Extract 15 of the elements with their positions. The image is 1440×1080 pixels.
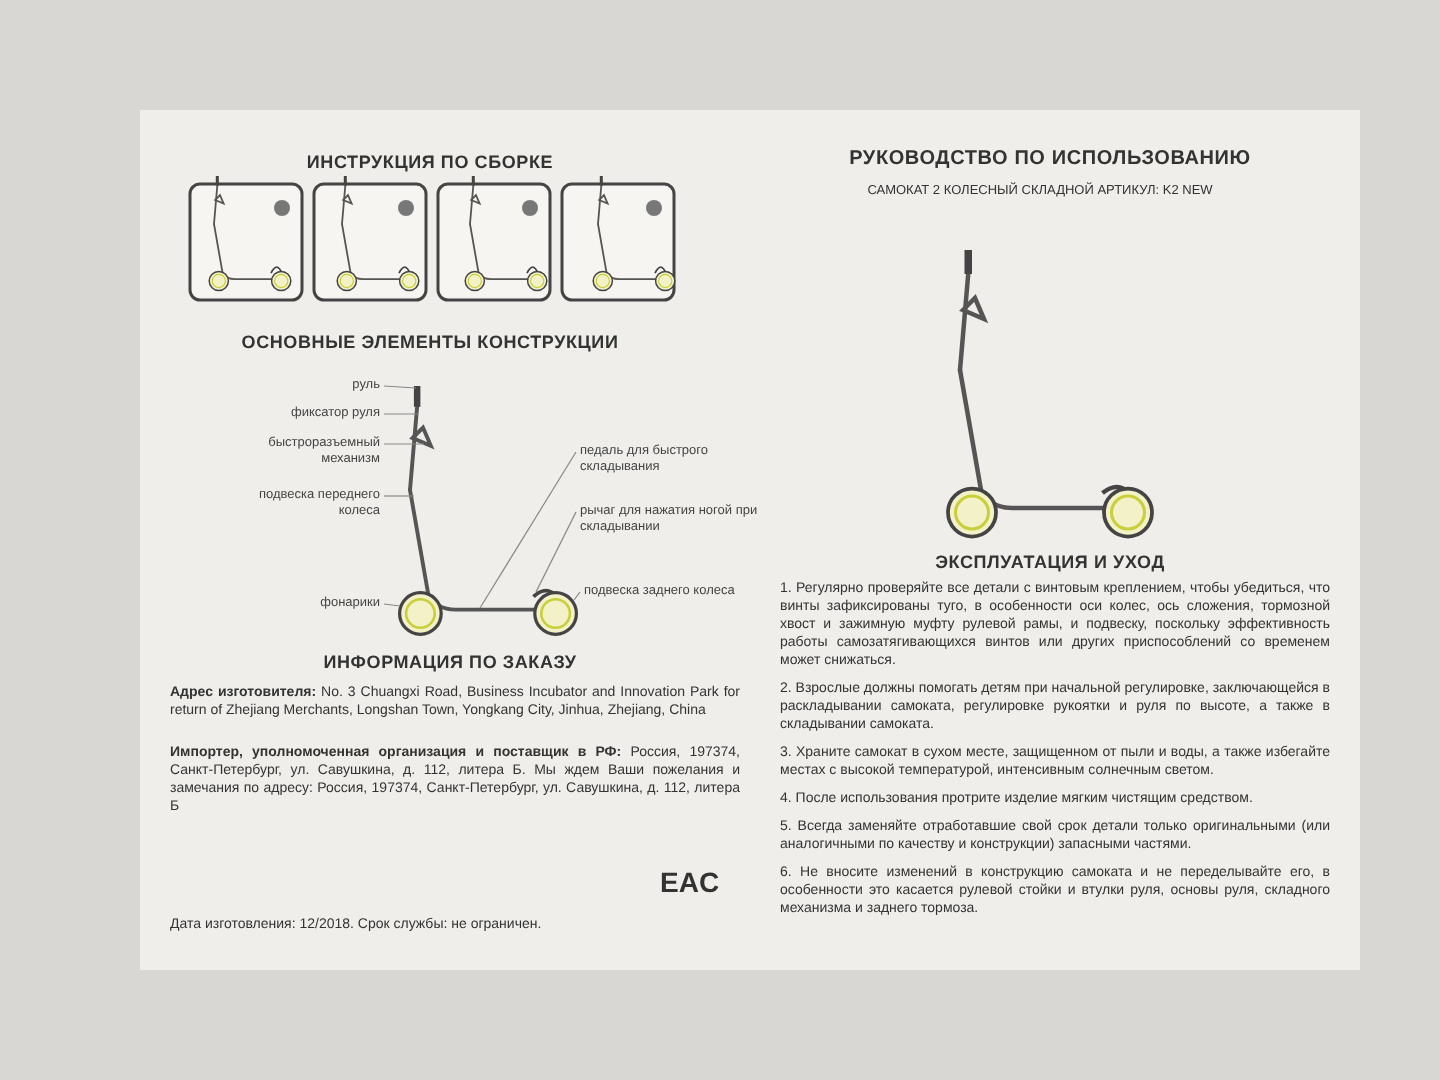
section-heading: ИНФОРМАЦИЯ ПО ЗАКАЗУ bbox=[321, 652, 579, 674]
section-heading: ЭКСПЛУАТАЦИЯ И УХОД bbox=[933, 552, 1167, 574]
leader-line bbox=[383, 443, 425, 445]
section-heading: ОСНОВНЫЕ ЭЛЕМЕНТЫ КОНСТРУКЦИИ bbox=[239, 332, 621, 354]
leader-line bbox=[573, 591, 581, 601]
leader-line bbox=[383, 413, 419, 415]
leader-line bbox=[383, 385, 417, 389]
leader-line bbox=[383, 495, 415, 497]
leader-line bbox=[535, 511, 577, 593]
leader-line bbox=[479, 451, 577, 609]
page-title: РУКОВОДСТВО ПО ИСПОЛЬЗОВАНИЮ bbox=[847, 148, 1253, 172]
leader-line bbox=[383, 603, 401, 607]
section-heading: ИНСТРУКЦИЯ ПО СБОРКЕ bbox=[304, 152, 556, 174]
certification-mark: EAC bbox=[660, 864, 720, 901]
scooter-drawing bbox=[397, 386, 579, 636]
